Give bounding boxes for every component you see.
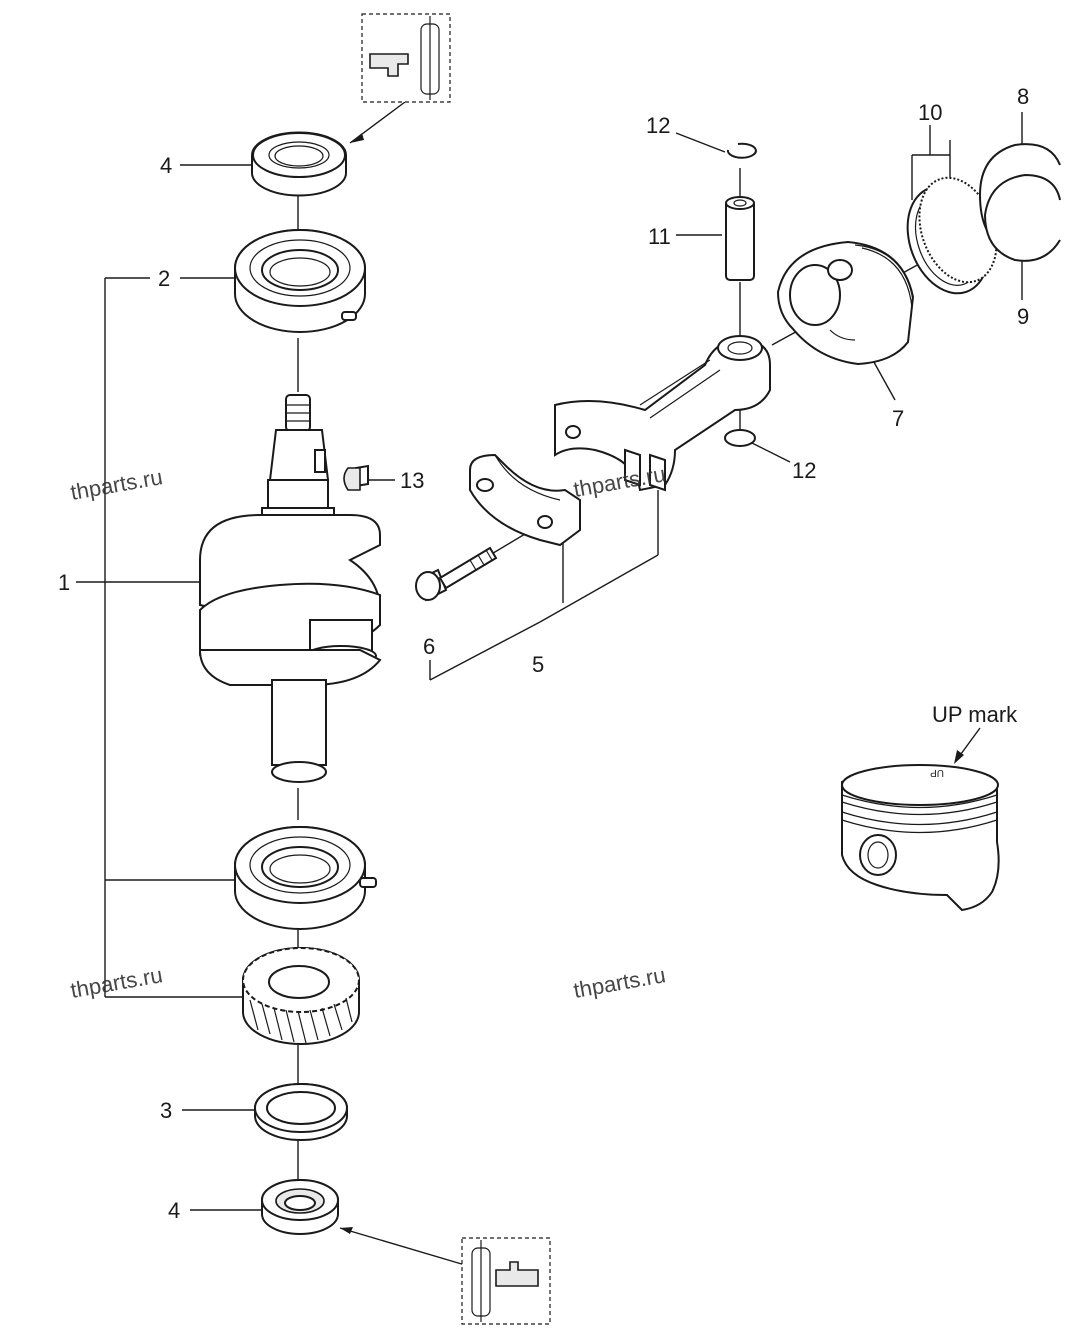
watermark: thparts.ru <box>572 461 668 502</box>
svg-text:UP: UP <box>930 767 944 778</box>
piston-pin-clip-top <box>726 142 757 159</box>
callout-11: 11 <box>648 224 671 249</box>
piston-pin <box>725 196 755 281</box>
thrust-washer <box>254 1083 348 1141</box>
callout-9: 9 <box>1017 304 1029 329</box>
piston <box>776 240 915 366</box>
connecting-rod-cap <box>469 453 581 547</box>
oil-ring-set <box>906 176 998 295</box>
crank-gear <box>242 947 360 1045</box>
callout-2: 2 <box>158 266 170 291</box>
woodruff-key <box>343 467 361 491</box>
callout-4-top: 4 <box>160 153 172 178</box>
callout-8: 8 <box>1017 84 1029 109</box>
callout-13: 13 <box>400 468 424 493</box>
connecting-rod <box>554 335 771 492</box>
oil-seal-detail-bottom <box>461 1237 551 1325</box>
callout-3: 3 <box>160 1098 172 1123</box>
ball-bearing-bottom <box>234 826 377 930</box>
callout-5: 5 <box>532 652 544 677</box>
callout-12-top: 12 <box>646 113 670 138</box>
crankshaft <box>198 394 382 783</box>
callout-4-bottom: 4 <box>168 1198 180 1223</box>
callout-12-bottom: 12 <box>792 458 816 483</box>
piston-pin-clip-bottom <box>724 429 756 447</box>
oil-seal-detail-top <box>361 13 451 103</box>
callout-1: 1 <box>58 570 70 595</box>
oil-seal-bottom <box>261 1179 339 1235</box>
watermark: thparts.ru <box>572 962 668 1003</box>
callout-7: 7 <box>892 406 904 431</box>
ball-bearing-top <box>234 229 366 333</box>
callout-6: 6 <box>423 634 435 659</box>
up-mark-label: UP mark <box>932 702 1018 727</box>
watermark: thparts.ru <box>69 464 165 505</box>
connecting-rod-bolt <box>415 546 498 602</box>
oil-seal-top <box>251 131 347 197</box>
piston-up-mark-illustration: UP <box>841 764 1000 912</box>
piston-ring-second <box>983 173 1061 262</box>
callout-10: 10 <box>918 100 942 125</box>
